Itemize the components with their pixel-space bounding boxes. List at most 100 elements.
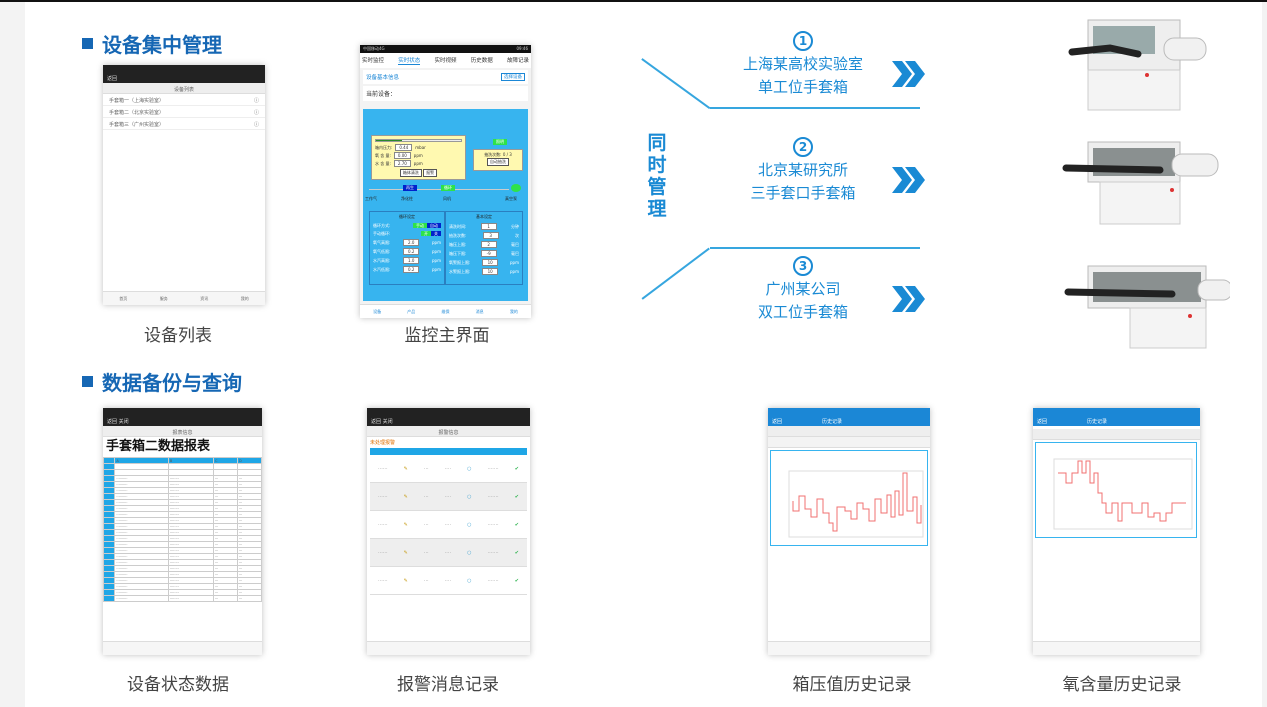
site-number-badge: 2 xyxy=(793,137,813,157)
info-icon: ⓘ xyxy=(253,122,259,128)
alarm-row[interactable]: ······✎·······○·······✔ xyxy=(370,539,527,567)
mode-button[interactable]: 自动 xyxy=(427,223,441,228)
device-list-item[interactable]: 手套箱三（广州实验室） ⓘ xyxy=(103,118,265,130)
light-status: 照明 xyxy=(493,139,507,145)
reading-label: 氧 含 量: xyxy=(375,153,391,158)
site-label: 上海某高校实验室单工位手套箱 xyxy=(742,55,864,96)
mode-button[interactable]: 关 xyxy=(431,231,441,236)
reading-unit: ppm xyxy=(413,153,423,158)
tab-item[interactable]: 服务 xyxy=(159,295,168,301)
select-device-button[interactable]: 选择设备 xyxy=(501,73,525,81)
device-name: 手套箱三（广州实验室） xyxy=(109,122,165,128)
tab-item[interactable]: 资讯 xyxy=(200,295,209,301)
connector-line xyxy=(710,247,920,249)
reading-unit: ppm xyxy=(413,161,423,166)
alarm-row[interactable]: ······✎·······○·······✔ xyxy=(370,511,527,539)
caption-alarm-records: 报警消息记录 xyxy=(397,675,499,695)
setting-input[interactable]: 1 xyxy=(480,223,497,230)
clean-button[interactable]: 箱体清洗 xyxy=(399,169,422,177)
site-label: 广州某公司双工位手套箱 xyxy=(757,280,849,321)
caption-oxygen-history: 氧含量历史记录 xyxy=(1062,675,1182,695)
info-icon: ⓘ xyxy=(253,98,259,104)
mode-button[interactable]: 开 xyxy=(421,231,431,236)
alarm-row[interactable]: ······✎·······○·······✔ xyxy=(370,483,527,511)
reading-value: 0.44 xyxy=(395,144,413,151)
purge-count: 0 / 3 xyxy=(502,152,512,157)
setting-input[interactable]: -9 xyxy=(480,250,497,257)
nav-item[interactable]: 设备 xyxy=(373,308,382,314)
setting-input[interactable]: 2.0 xyxy=(403,239,420,246)
nav-item[interactable]: 消息 xyxy=(475,308,484,314)
setting-input[interactable]: 10 xyxy=(482,268,499,275)
alarm-records-screenshot: 返回 关闭 报警信息 未处理报警 ······✎·······○·······✔… xyxy=(367,408,530,655)
site-number-badge: 3 xyxy=(793,256,813,276)
monitor-tabs: 实时监控 实时状态 实时视频 历史数据 故障记录 xyxy=(360,53,531,68)
monitor-tab[interactable]: 故障记录 xyxy=(506,58,529,64)
monitor-tab[interactable]: 实时视频 xyxy=(434,58,457,64)
reading-label: 箱内压力: xyxy=(375,145,393,150)
monitor-tab[interactable]: 历史数据 xyxy=(470,58,493,64)
caption-device-list: 设备列表 xyxy=(144,326,212,346)
dual-station-glovebox-image xyxy=(1064,265,1230,349)
setting-input[interactable]: 1.0 xyxy=(403,257,420,264)
info-title: 设备基本信息 xyxy=(366,75,400,81)
left-margin xyxy=(0,2,25,707)
current-device-label: 当前设备： xyxy=(363,86,528,101)
purifier-tag: 再生 xyxy=(403,185,417,191)
report-title: 手套箱二数据报表 xyxy=(106,439,211,454)
setting-input[interactable]: 0.2 xyxy=(403,248,420,255)
cycle-mode-row: 手动循环:开关 xyxy=(370,230,444,238)
nav-bar: 返回 xyxy=(103,73,265,83)
nav-item[interactable]: 产品 xyxy=(407,308,416,314)
oxygen-history-screenshot: 返回历史记录 xyxy=(1033,408,1200,655)
site-label: 北京某研究所三手套口手套箱 xyxy=(750,161,856,202)
double-chevron-right-icon xyxy=(892,286,925,312)
unhandled-alarm-label: 未处理报警 xyxy=(370,440,396,446)
mode-button[interactable]: 手动 xyxy=(413,223,427,228)
setting-input[interactable]: 10 xyxy=(482,259,499,266)
monitor-tab[interactable]: 实时状态 xyxy=(398,58,421,65)
three-glove-glovebox-image xyxy=(1062,141,1219,225)
device-list-item[interactable]: 手套箱二（北京实验室）ⓘ xyxy=(103,106,265,118)
simultaneous-management-label: 同时管理 xyxy=(647,132,667,220)
nav-item[interactable]: 我的 xyxy=(509,308,518,314)
alarm-row[interactable]: ······✎·······○·······✔ xyxy=(370,455,527,483)
alarm-button[interactable]: 报警 xyxy=(423,169,438,177)
nav-item[interactable]: 维保 xyxy=(441,308,450,314)
vacuum-pump-icon xyxy=(511,184,521,192)
oxygen-series xyxy=(1058,460,1186,522)
glovebox-images xyxy=(1062,19,1230,349)
bullet-square-icon xyxy=(82,376,93,387)
tab-item[interactable]: 我的 xyxy=(240,295,249,301)
caption-monitor-main: 监控主界面 xyxy=(404,326,490,346)
pressure-history-screenshot: 返回历史记录 xyxy=(768,408,930,655)
section-heading-data-backup: 数据备份与查询 xyxy=(82,367,242,396)
alarm-row[interactable]: ······✎·······○·······✔ xyxy=(370,567,527,595)
device-list-item[interactable]: 手套箱一（上海实验室）ⓘ xyxy=(103,94,265,106)
pressure-chart xyxy=(770,450,928,546)
reading-label: 水 含 量: xyxy=(375,161,391,166)
fan-tag: 循环 xyxy=(441,185,455,191)
setting-input[interactable]: 2 xyxy=(480,241,497,248)
right-margin xyxy=(1262,2,1267,707)
setting-input[interactable]: 3 xyxy=(482,232,499,239)
tab-item[interactable]: 首页 xyxy=(119,295,128,301)
top-border xyxy=(0,0,1267,2)
site-number-badge: 1 xyxy=(793,31,813,51)
setting-input[interactable]: 0.2 xyxy=(403,266,420,273)
connector-line xyxy=(641,247,710,300)
screen-title: 设备列表 xyxy=(103,83,265,94)
auto-purge-button[interactable]: 自动抽洗 xyxy=(487,158,509,166)
monitor-tab[interactable]: 实时监控 xyxy=(362,58,385,64)
